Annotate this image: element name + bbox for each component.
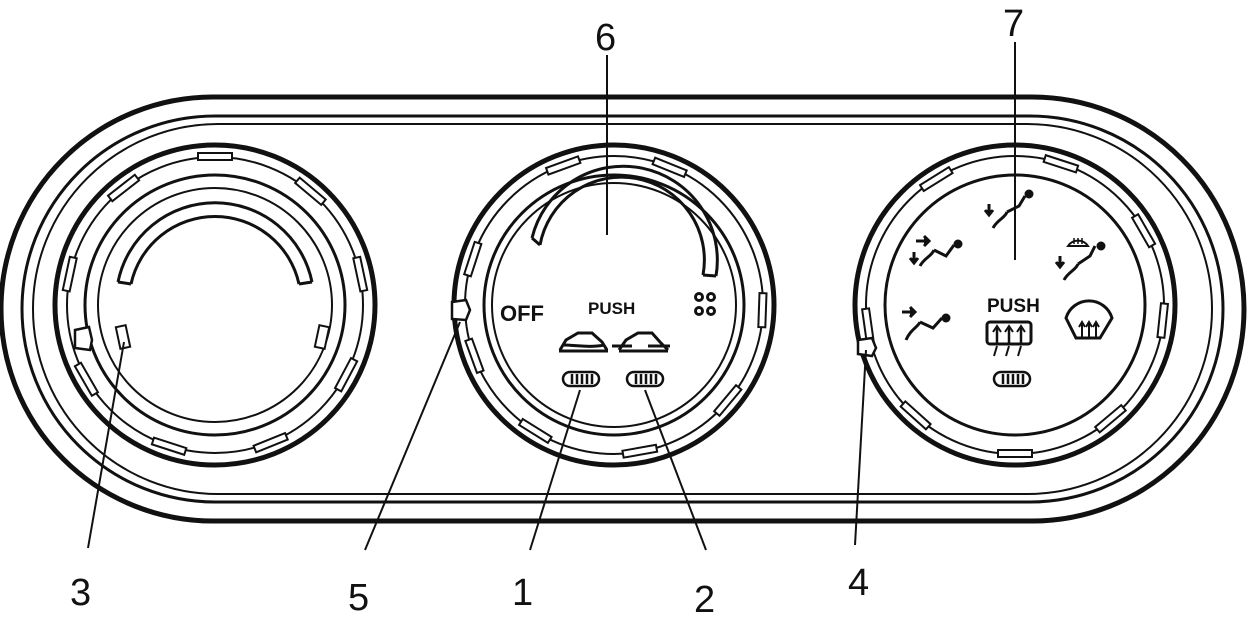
callout-6: 6 bbox=[595, 17, 616, 59]
center-knob-bezel-slots bbox=[462, 155, 768, 459]
callout-2: 2 bbox=[694, 579, 715, 621]
left-temperature-knob[interactable] bbox=[52, 142, 378, 468]
vent-mode-icon bbox=[902, 305, 951, 341]
right-knob-bezel-slots bbox=[860, 153, 1170, 458]
right-knob-pointer bbox=[856, 336, 878, 358]
rear-defrost-indicator-light bbox=[992, 370, 1032, 388]
windshield-defrost-icon bbox=[1064, 299, 1114, 340]
center-off-label: OFF bbox=[500, 301, 544, 326]
floor-defrost-mode-icon bbox=[1054, 238, 1106, 281]
center-push-label: PUSH bbox=[588, 299, 635, 318]
callout-5: 5 bbox=[348, 577, 369, 619]
panel-housing bbox=[0, 94, 1247, 524]
left-knob-bezel-slots bbox=[61, 152, 369, 457]
center-fan-knob[interactable]: OFF PUSH bbox=[450, 142, 777, 468]
left-knob-tick-right bbox=[313, 324, 331, 350]
callout-3: 3 bbox=[70, 572, 91, 614]
left-knob-pointer bbox=[73, 325, 94, 352]
rear-defrost-icon bbox=[985, 320, 1033, 357]
floor-mode-icon bbox=[983, 189, 1034, 229]
callout-7: 7 bbox=[1003, 3, 1024, 45]
recirculation-indicator-light bbox=[561, 370, 601, 388]
left-knob-tick-left bbox=[114, 324, 132, 350]
center-knob-pointer bbox=[450, 298, 472, 322]
max-fan-icon bbox=[694, 292, 716, 316]
callout-1: 1 bbox=[512, 572, 533, 614]
fresh-air-indicator-light bbox=[625, 370, 665, 388]
callout-4: 4 bbox=[848, 562, 869, 604]
recirculation-car-icon bbox=[558, 331, 609, 353]
leader-lines bbox=[87, 42, 1016, 551]
fresh-air-car-icon bbox=[612, 331, 670, 353]
bi-level-mode-icon bbox=[908, 234, 963, 267]
right-push-label: PUSH bbox=[987, 296, 1040, 317]
